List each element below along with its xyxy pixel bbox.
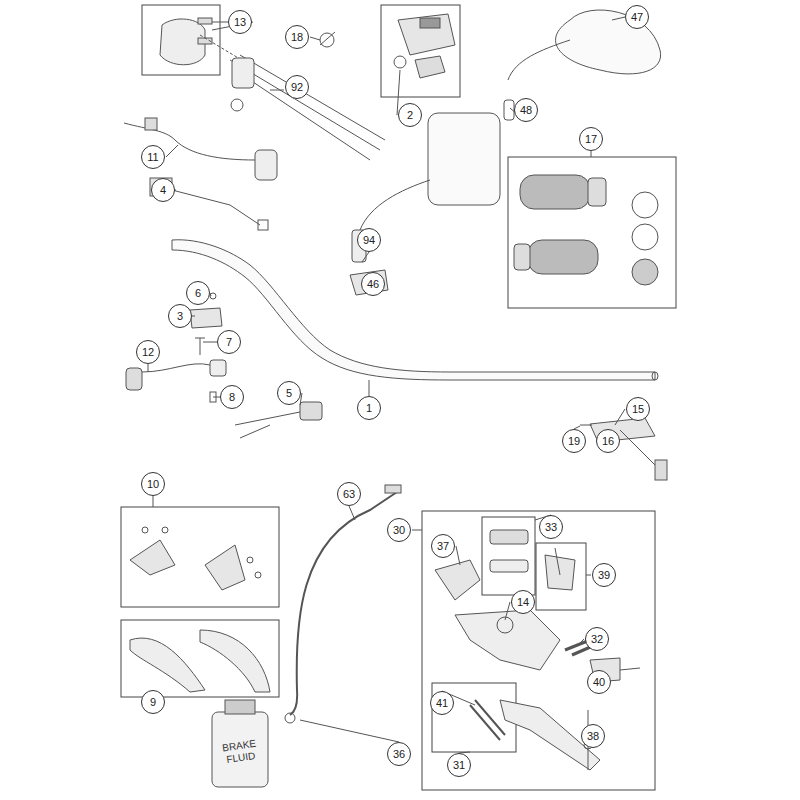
callout-number: 47: [625, 5, 649, 29]
callout-number: 2: [398, 103, 422, 127]
callout-number: 40: [587, 670, 611, 694]
callout-number: 12: [136, 340, 160, 364]
callout-number: 5: [277, 381, 301, 405]
callout-number: 9: [141, 690, 165, 714]
callout-number: 33: [539, 515, 563, 539]
callout-number: 14: [511, 590, 535, 614]
callout-number: 15: [626, 397, 650, 421]
callout-number: 48: [514, 98, 538, 122]
callout-number: 13: [228, 10, 252, 34]
callout-number: 38: [581, 724, 605, 748]
callout-number: 39: [592, 563, 616, 587]
callout-number: 18: [285, 25, 309, 49]
callout-number: 7: [217, 330, 241, 354]
callout-number: 36: [387, 742, 411, 766]
callout-number: 32: [585, 627, 609, 651]
callout-number: 46: [361, 272, 385, 296]
callout-number: 63: [337, 482, 361, 506]
callout-number: 92: [285, 75, 309, 99]
callout-number: 30: [387, 518, 411, 542]
callout-number: 4: [151, 178, 175, 202]
callout-number: 19: [562, 429, 586, 453]
callout-number: 17: [579, 127, 603, 151]
callout-number: 37: [431, 534, 455, 558]
callout-number: 31: [447, 753, 471, 777]
callout-number: 8: [220, 385, 244, 409]
callout-number: 10: [141, 472, 165, 496]
callout-number: 3: [168, 304, 192, 328]
callout-number: 6: [186, 281, 210, 305]
callout-number: 11: [141, 145, 165, 169]
callout-number: 1: [357, 396, 381, 420]
callout-number: 94: [357, 228, 381, 252]
callout-number: 41: [430, 691, 454, 715]
callout-number: 16: [596, 429, 620, 453]
